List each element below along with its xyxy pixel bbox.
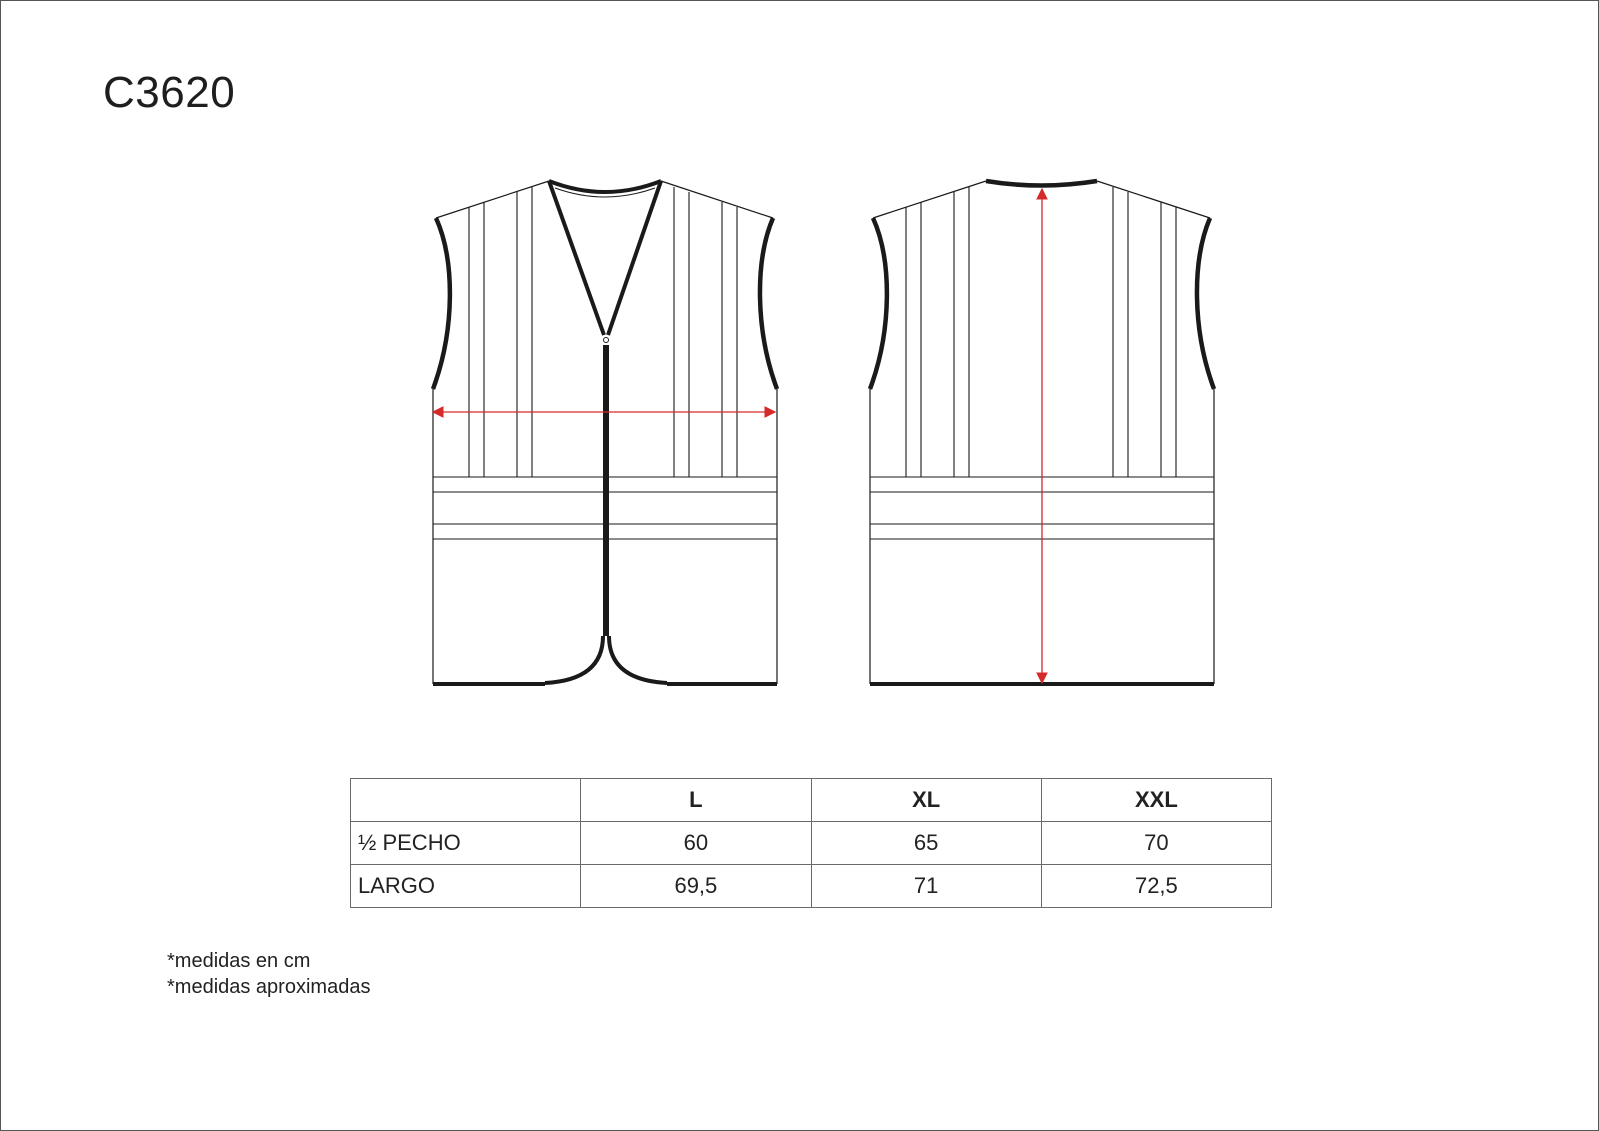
- table-cell: 65: [810, 821, 1042, 865]
- size-row-length: LARGO 69,5 71 72,5: [349, 864, 1273, 908]
- row-label-length: LARGO: [349, 864, 582, 908]
- size-header-empty: [349, 778, 582, 822]
- table-cell: 60: [580, 821, 812, 865]
- front-view-drawing: [430, 179, 780, 686]
- size-header-row: L XL XXL: [349, 778, 1273, 822]
- size-header-xxl: XXL: [1040, 778, 1273, 822]
- table-cell: 72,5: [1040, 864, 1273, 908]
- size-table: L XL XXL ½ PECHO 60 65 70 LARGO 69,5 71 …: [349, 778, 1273, 908]
- table-cell: 71: [810, 864, 1042, 908]
- size-row-half-chest: ½ PECHO 60 65 70: [349, 821, 1273, 865]
- table-cell: 69,5: [580, 864, 812, 908]
- row-label-half-chest: ½ PECHO: [349, 821, 582, 865]
- note-units: *medidas en cm: [167, 950, 311, 972]
- size-header-l: L: [580, 778, 812, 822]
- note-approximate: *medidas aproximadas: [167, 976, 371, 998]
- table-cell: 70: [1040, 821, 1273, 865]
- measurement-notes: *medidas en cm *medidas aproximadas: [167, 948, 370, 1000]
- product-code: C3620: [103, 68, 236, 117]
- size-header-xl: XL: [810, 778, 1042, 822]
